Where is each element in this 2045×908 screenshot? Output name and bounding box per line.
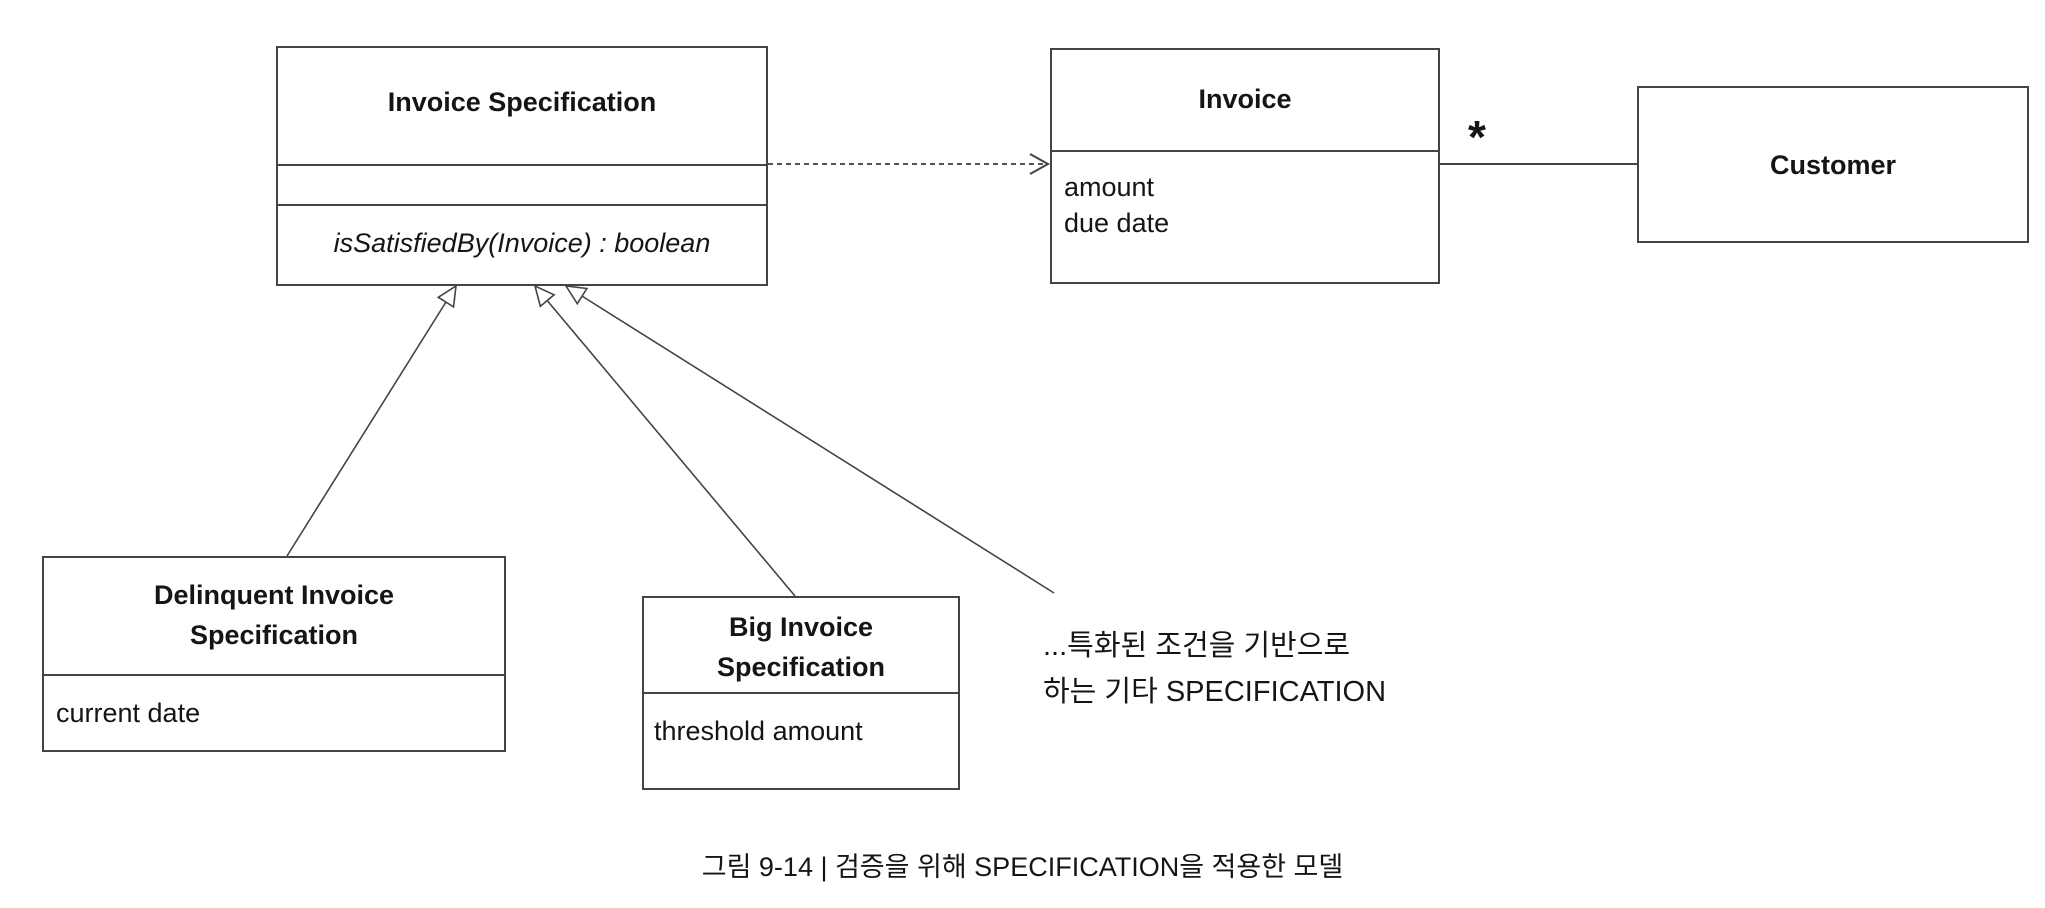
class-name-line1: Big Invoice [728,612,874,642]
class-name: Invoice Specification [387,87,657,117]
class-name-line2: Specification [189,620,359,650]
class-name: Invoice [1198,84,1292,114]
figure-caption: 그림 9-14 | 검증을 위해 SPECIFICATION을 적용한 모델 [701,852,1344,882]
attribute-current-date: current date [56,698,201,728]
multiplicity-label: * [1468,111,1486,163]
generalization-big [533,284,796,597]
attribute-due-date: due date [1064,208,1170,238]
attributes-divider [1052,150,1438,152]
operations-divider [278,204,766,206]
class-invoice: Invoice amount due date [1050,48,1440,284]
note-line2: 하는 기타 SPECIFICATION [1043,676,1387,708]
class-customer: Customer [1637,86,2029,243]
attributes-divider [278,164,766,166]
class-delinquent-invoice-specification: Delinquent Invoice Specification current… [42,556,506,752]
generalization-delinquent [286,284,457,557]
class-name: Customer [1769,150,1897,180]
generalization-other [564,285,1055,594]
attribute-amount: amount [1064,172,1155,202]
class-big-invoice-specification: Big Invoice Specification threshold amou… [642,596,960,790]
attributes-divider [44,674,504,676]
attribute-threshold-amount: threshold amount [654,716,863,746]
operation: isSatisfiedBy(Invoice) : boolean [333,228,711,258]
attributes-divider [644,692,958,694]
class-name-line2: Specification [716,652,886,682]
class-invoice-specification: Invoice Specification isSatisfiedBy(Invo… [276,46,768,286]
dependency-arrowhead [1029,153,1051,175]
note-line1: ...특화된 조건을 기반으로 [1043,630,1351,662]
class-name-line1: Delinquent Invoice [153,580,395,610]
